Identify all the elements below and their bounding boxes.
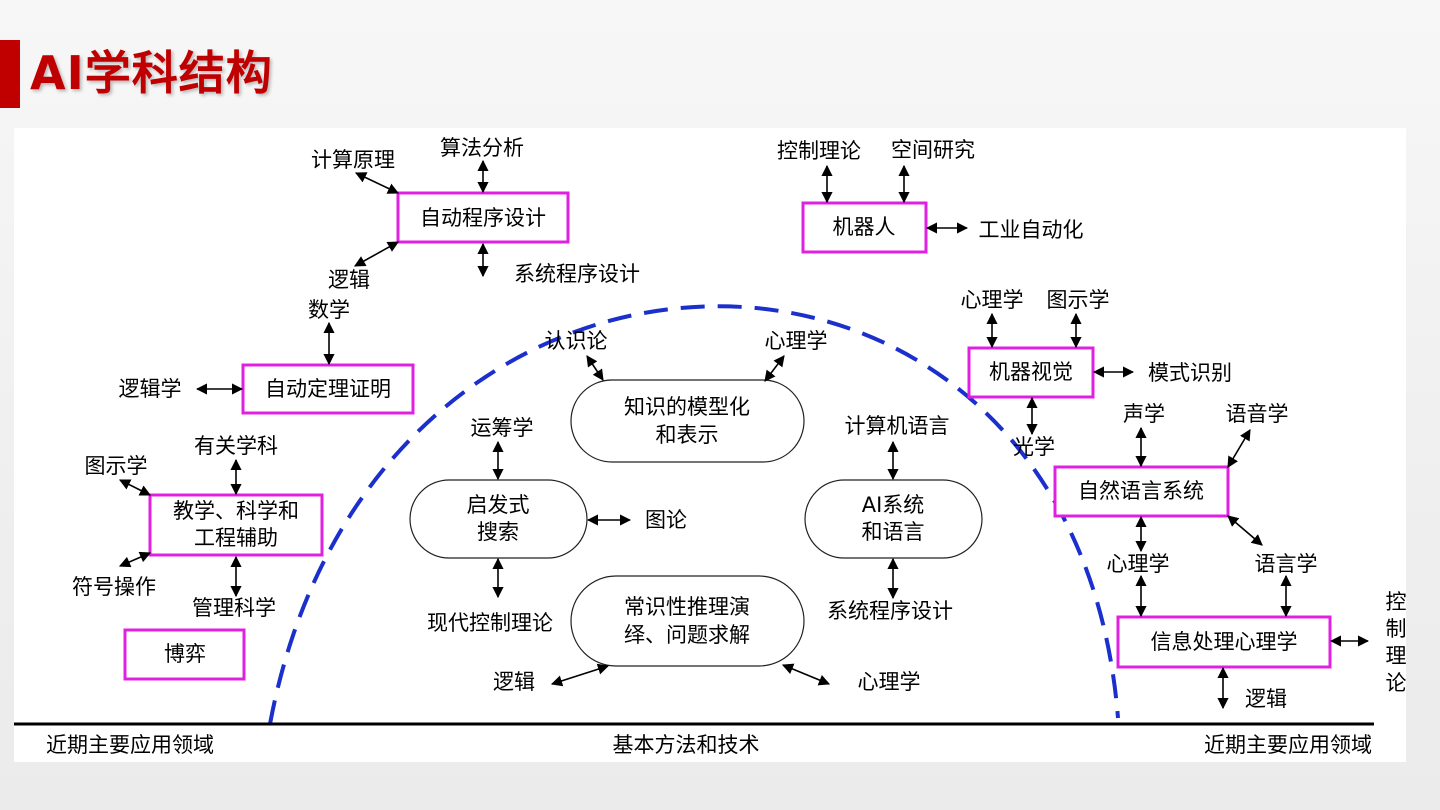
svg-text:AI系统: AI系统 [862, 493, 925, 517]
label-operations-research: 运筹学 [471, 416, 534, 440]
label-graphics-left: 图示学 [85, 454, 148, 478]
caption-near-term-applications-left: 近期主要应用领域 [46, 733, 214, 757]
connector-arrows [118, 159, 1370, 710]
label-linguistics: 语言学 [1255, 552, 1318, 576]
label-psychology-vision: 心理学 [961, 288, 1024, 312]
label-system-programming-top: 系统程序设计 [514, 262, 640, 286]
svg-text:教学、科学和: 教学、科学和 [173, 499, 299, 523]
svg-text:知识的模型化: 知识的模型化 [624, 395, 750, 419]
label-related-disciplines: 有关学科 [194, 434, 278, 458]
svg-text:启发式: 启发式 [467, 493, 530, 517]
label-modern-control-theory: 现代控制理论 [427, 611, 553, 635]
label-industrial-automation: 工业自动化 [979, 218, 1084, 242]
label-pattern-recognition: 模式识别 [1148, 361, 1232, 385]
label-psychology-center-top: 心理学 [765, 329, 828, 353]
label-graphics-right: 图示学 [1047, 288, 1110, 312]
svg-text:机器视觉: 机器视觉 [989, 360, 1073, 384]
label-phonetics: 语音学 [1226, 402, 1289, 426]
pill-common-sense-reasoning: 常识性推理演 绎、问题求解 [570, 575, 805, 667]
label-control-theory-top: 控制理论 [777, 139, 861, 163]
label-control-theory-vertical: 控 制 理 论 [1386, 590, 1407, 695]
svg-text:搜索: 搜索 [477, 520, 519, 544]
label-optics: 光学 [1013, 435, 1055, 459]
svg-text:绎、问题求解: 绎、问题求解 [624, 623, 750, 647]
label-computer-language: 计算机语言 [845, 414, 950, 438]
slide-title: AI学科结构 [30, 46, 273, 100]
caption-basic-methods: 基本方法和技术 [613, 733, 760, 757]
svg-text:自动定理证明: 自动定理证明 [265, 377, 391, 401]
svg-text:理: 理 [1386, 644, 1407, 668]
box-cai: 教学、科学和 工程辅助 [148, 493, 324, 557]
label-management-science: 管理科学 [192, 596, 276, 620]
box-nlp-system: 自然语言系统 [1053, 465, 1230, 518]
label-system-programming-right: 系统程序设计 [827, 599, 953, 623]
label-logic-top: 逻辑 [328, 268, 370, 292]
ai-discipline-structure-diagram: 自动程序设计 自动定理证明 教学、科学和 工程辅助 博弈 机器人 机器视觉 自然… [14, 136, 1407, 757]
label-symbol-operations: 符号操作 [72, 575, 156, 599]
svg-text:机器人: 机器人 [833, 215, 896, 239]
label-graph-theory: 图论 [645, 508, 687, 532]
pill-knowledge-representation: 知识的模型化 和表示 [570, 379, 805, 463]
box-auto-theorem-proving: 自动定理证明 [241, 363, 415, 415]
label-computation-principle: 计算原理 [311, 148, 395, 172]
svg-text:制: 制 [1386, 617, 1407, 641]
label-acoustics: 声学 [1123, 402, 1165, 426]
box-robot: 机器人 [801, 201, 928, 254]
label-space-research: 空间研究 [891, 138, 975, 162]
svg-text:控: 控 [1386, 590, 1407, 614]
svg-text:和语言: 和语言 [862, 520, 925, 544]
box-game-playing: 博弈 [123, 628, 246, 681]
caption-near-term-applications-right: 近期主要应用领域 [1204, 733, 1372, 757]
label-mathematics: 数学 [308, 298, 350, 322]
svg-text:自然语言系统: 自然语言系统 [1078, 479, 1204, 503]
pill-heuristic-search: 启发式 搜索 [409, 479, 588, 559]
title-accent-bar [0, 40, 20, 108]
svg-text:博弈: 博弈 [164, 642, 206, 666]
box-auto-programming: 自动程序设计 [396, 191, 570, 244]
pill-ai-systems-languages: AI系统 和语言 [804, 479, 983, 559]
svg-text:信息处理心理学: 信息处理心理学 [1151, 630, 1298, 654]
svg-text:自动程序设计: 自动程序设计 [420, 206, 546, 230]
label-psychology-nlp: 心理学 [1107, 552, 1170, 576]
diagram-canvas: 自动程序设计 自动定理证明 教学、科学和 工程辅助 博弈 机器人 机器视觉 自然… [14, 128, 1406, 762]
label-algorithm-analysis: 算法分析 [440, 136, 524, 160]
label-psychology-center-bottom: 心理学 [858, 670, 921, 694]
svg-text:工程辅助: 工程辅助 [194, 526, 278, 550]
svg-text:常识性推理演: 常识性推理演 [624, 595, 750, 619]
svg-text:和表示: 和表示 [656, 423, 719, 447]
box-info-processing-psychology: 信息处理心理学 [1116, 615, 1332, 669]
label-epistemology: 认识论 [545, 329, 608, 353]
label-logic-right: 逻辑 [1245, 687, 1287, 711]
svg-text:论: 论 [1386, 671, 1407, 695]
label-logic-science: 逻辑学 [119, 377, 182, 401]
label-logic-center-bottom: 逻辑 [493, 670, 535, 694]
box-machine-vision: 机器视觉 [967, 346, 1095, 399]
